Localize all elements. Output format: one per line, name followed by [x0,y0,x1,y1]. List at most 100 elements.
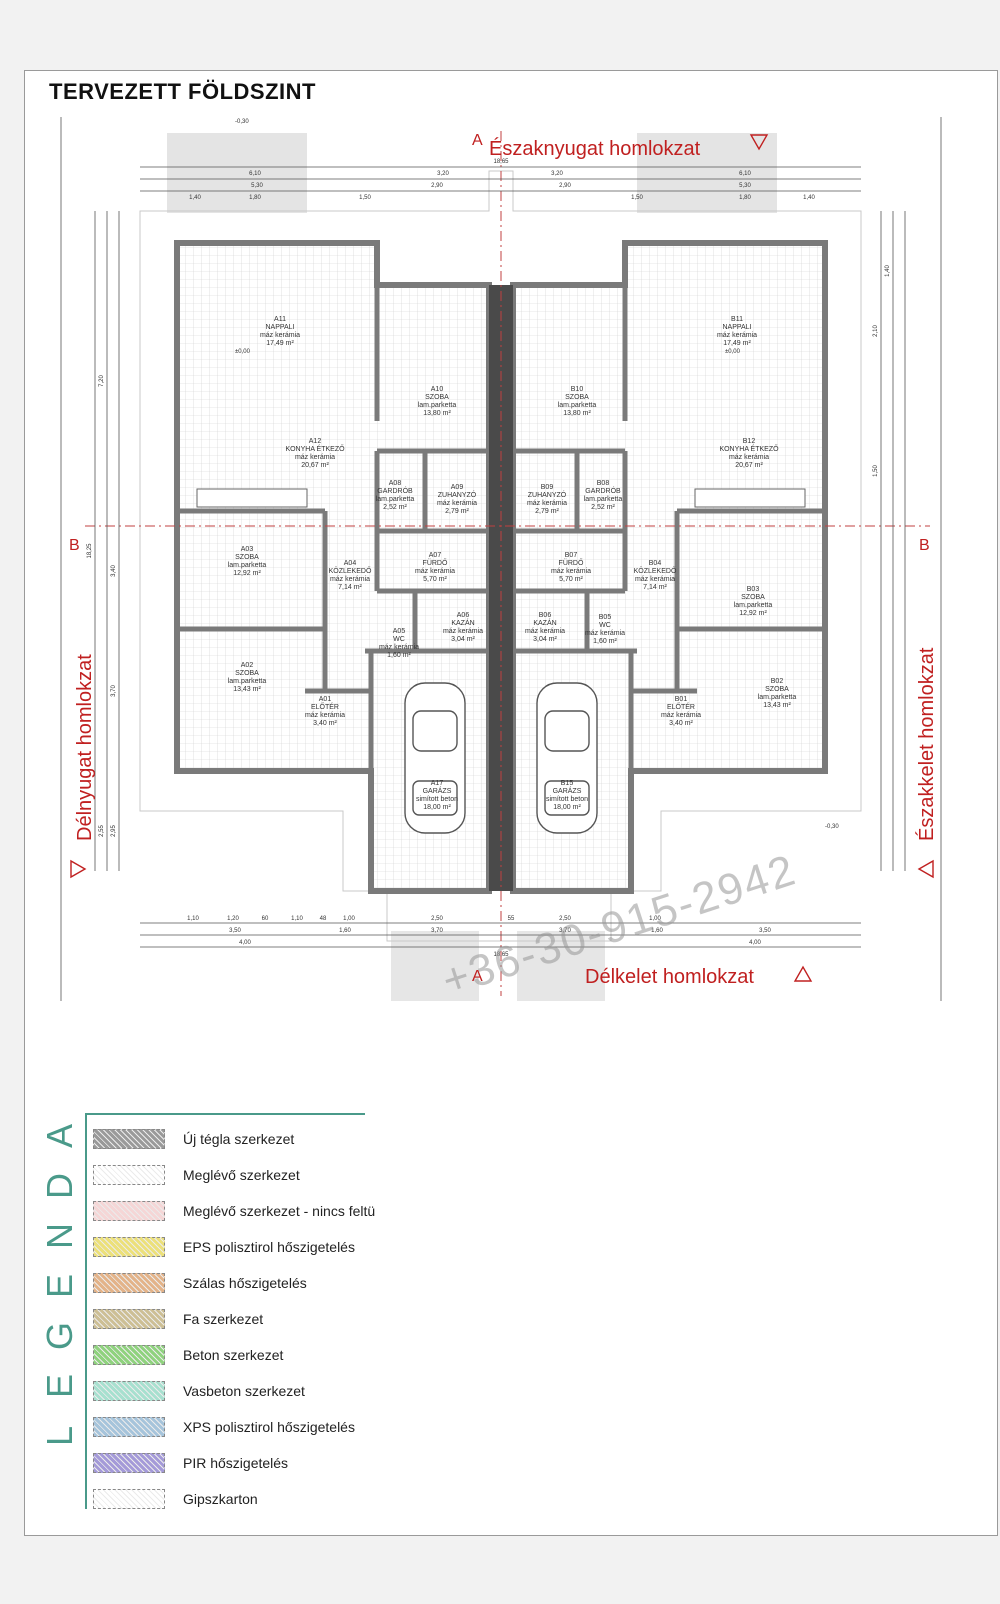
dim-top: 2,90 [559,183,571,189]
dim-bottom: 3,50 [759,928,771,934]
svg-text:5,70 m²: 5,70 m² [423,576,447,583]
svg-text:3,40 m²: 3,40 m² [313,720,337,727]
driveway-right [517,931,605,1001]
svg-text:3,04 m²: 3,04 m² [533,636,557,643]
svg-text:FÜRDŐ: FÜRDŐ [423,558,448,567]
unit-b-interior-walls [513,285,825,891]
legend-label: Szálas hőszigetelés [183,1275,307,1291]
dim-side: 2,10 [873,325,879,337]
level-mark: ±0,00 [235,349,251,355]
legend-swatch [93,1417,165,1437]
svg-text:B15: B15 [561,780,574,787]
svg-text:A08: A08 [389,480,402,487]
legend-rail [85,1113,87,1509]
svg-text:máz kerámia: máz kerámia [585,630,625,637]
dim-bottom: 1,20 [227,916,239,922]
svg-text:12,92 m²: 12,92 m² [739,610,767,617]
dim-bottom-total: 18,65 [493,952,509,958]
svg-text:SZOBA: SZOBA [565,394,589,401]
svg-text:ELŐTÉR: ELŐTÉR [667,702,695,711]
legend-swatch [93,1165,165,1185]
dim-top: 1,40 [803,195,815,201]
dim-bottom: 1,60 [339,928,351,934]
svg-text:ELŐTÉR: ELŐTÉR [311,702,339,711]
legend-item: Szálas hőszigetelés [93,1265,375,1301]
dim-top: 5,30 [251,183,263,189]
dim-side: 3,40 [111,565,117,577]
legend-swatch [93,1273,165,1293]
svg-text:1,60 m²: 1,60 m² [593,638,617,645]
legend-label: XPS polisztirol hőszigetelés [183,1419,355,1435]
legend-swatch [93,1129,165,1149]
svg-text:SZOBA: SZOBA [765,686,789,693]
dim-side: 2,95 [111,825,117,837]
svg-text:máz kerámia: máz kerámia [635,576,675,583]
svg-text:máz kerámia: máz kerámia [661,712,701,719]
triangle-marker-icon [917,859,934,879]
svg-text:A07: A07 [429,552,442,559]
dim-top: 1,50 [359,195,371,201]
svg-text:máz kerámia: máz kerámia [551,568,591,575]
legend-item: Gipszkarton [93,1481,375,1517]
dim-top: 3,20 [437,171,449,177]
svg-text:máz kerámia: máz kerámia [330,576,370,583]
svg-text:KAZÁN: KAZÁN [533,618,556,627]
terrace-nw-left [167,133,307,213]
dim-top: 2,90 [431,183,443,189]
facade-label-north-west: Északnyugat homlokzat [489,137,701,160]
svg-text:13,80 m²: 13,80 m² [423,410,451,417]
svg-text:máz kerámia: máz kerámia [527,500,567,507]
section-mark-a-bottom: A [472,968,483,985]
svg-text:lam.parketta: lam.parketta [558,402,597,409]
svg-text:3,04 m²: 3,04 m² [451,636,475,643]
svg-text:A11: A11 [274,316,286,323]
svg-text:máz kerámia: máz kerámia [260,332,300,339]
dim-side: 3,70 [111,685,117,697]
level-mark: -0,30 [825,824,839,830]
svg-text:KÖZLEKEDŐ: KÖZLEKEDŐ [634,566,677,575]
svg-text:lam.parketta: lam.parketta [734,602,773,609]
legend-swatch [93,1345,165,1365]
svg-text:B05: B05 [599,614,612,621]
legend-letter: G [38,1321,80,1351]
svg-text:lam.parketta: lam.parketta [376,496,415,503]
svg-text:lam.parketta: lam.parketta [418,402,457,409]
dim-bottom: 2,50 [559,916,571,922]
level-mark: -0,30 [235,119,249,125]
section-mark-b-left: B [69,537,80,554]
svg-text:simított beton: simított beton [416,796,458,803]
svg-text:13,80 m²: 13,80 m² [563,410,591,417]
legend-swatch [93,1201,165,1221]
svg-text:SZOBA: SZOBA [425,394,449,401]
dim-bottom: 60 [262,916,269,922]
svg-text:máz kerámia: máz kerámia [729,454,769,461]
dim-top: 5,30 [739,183,751,189]
legend-item: EPS polisztirol hőszigetelés [93,1229,375,1265]
svg-text:A09: A09 [451,484,464,491]
dimension-lines [60,117,942,1001]
legend-swatch [93,1237,165,1257]
dim-bottom: 1,10 [187,916,199,922]
legend-swatch [93,1453,165,1473]
legend-label: Vasbeton szerkezet [183,1383,305,1399]
svg-text:B02: B02 [771,678,784,685]
dim-top-total: 18,65 [493,159,509,165]
dim-bottom: 48 [320,916,327,922]
triangle-marker-icon [793,965,813,982]
svg-text:ZUHANYZÓ: ZUHANYZÓ [528,490,567,499]
svg-text:B10: B10 [571,386,584,393]
svg-text:NAPPALI: NAPPALI [265,324,294,331]
svg-text:KAZÁN: KAZÁN [451,618,474,627]
dim-bottom: 4,00 [749,940,761,946]
svg-text:2,79 m²: 2,79 m² [445,508,469,515]
svg-text:KONYHA ÉTKEZŐ: KONYHA ÉTKEZŐ [285,444,345,453]
svg-text:5,70 m²: 5,70 m² [559,576,583,583]
svg-text:ZUHANYZÓ: ZUHANYZÓ [438,490,477,499]
svg-text:máz kerámia: máz kerámia [305,712,345,719]
